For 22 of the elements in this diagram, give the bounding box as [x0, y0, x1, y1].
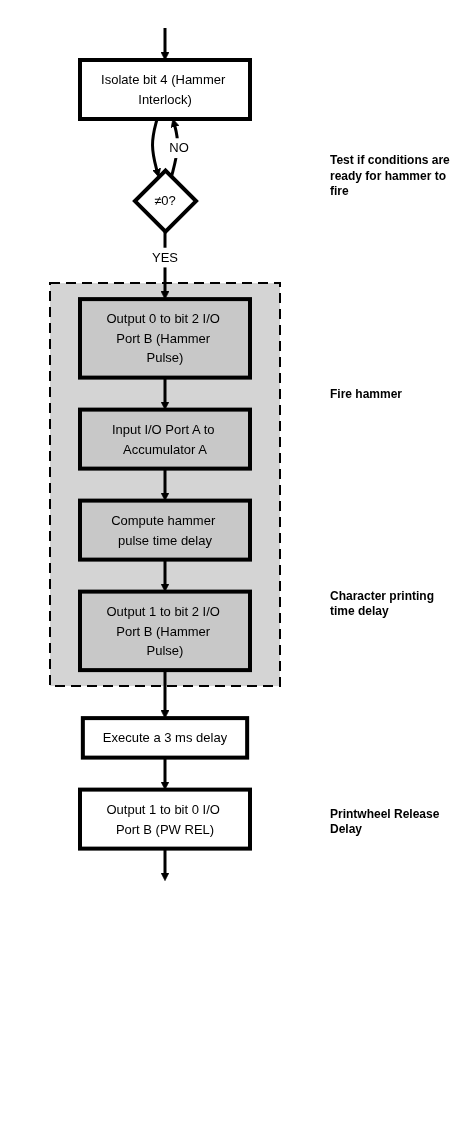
node-box: Output 1 to bit 2 I/O Port B (Hammer Pulse)	[78, 589, 252, 673]
arrow	[160, 468, 170, 501]
node-box: Execute a 3 ms delay	[80, 716, 250, 760]
edge-label: NO	[169, 140, 189, 156]
arrow	[160, 559, 170, 592]
node-box: Output 0 to bit 2 I/O Port B (Hammer Pulse)	[78, 297, 252, 380]
edge-label: YES	[151, 249, 179, 265]
arrow	[160, 670, 170, 719]
node-box: Compute hammer pulse time delay	[78, 498, 252, 562]
arrow	[160, 757, 170, 790]
node-diamond: ≠0?	[132, 167, 199, 235]
arrow	[160, 848, 170, 881]
annotation-note: Printwheel Release Delay	[330, 806, 441, 838]
node-box: Output 1 to bit 0 I/O Port B (PW REL)	[78, 787, 252, 851]
arrow	[160, 377, 170, 410]
node-box: Isolate bit 4 (Hammer Interlock)	[78, 58, 252, 121]
arrow	[160, 28, 170, 61]
annotation-note: Fire hammer	[330, 386, 404, 403]
annotation-note: Test if conditions are ready for hammer to fire	[330, 153, 451, 201]
annotation-note: Character printing time delay	[330, 588, 435, 620]
node-box: Input I/O Port A to Accumulator A	[78, 407, 252, 471]
cluster	[49, 282, 281, 688]
